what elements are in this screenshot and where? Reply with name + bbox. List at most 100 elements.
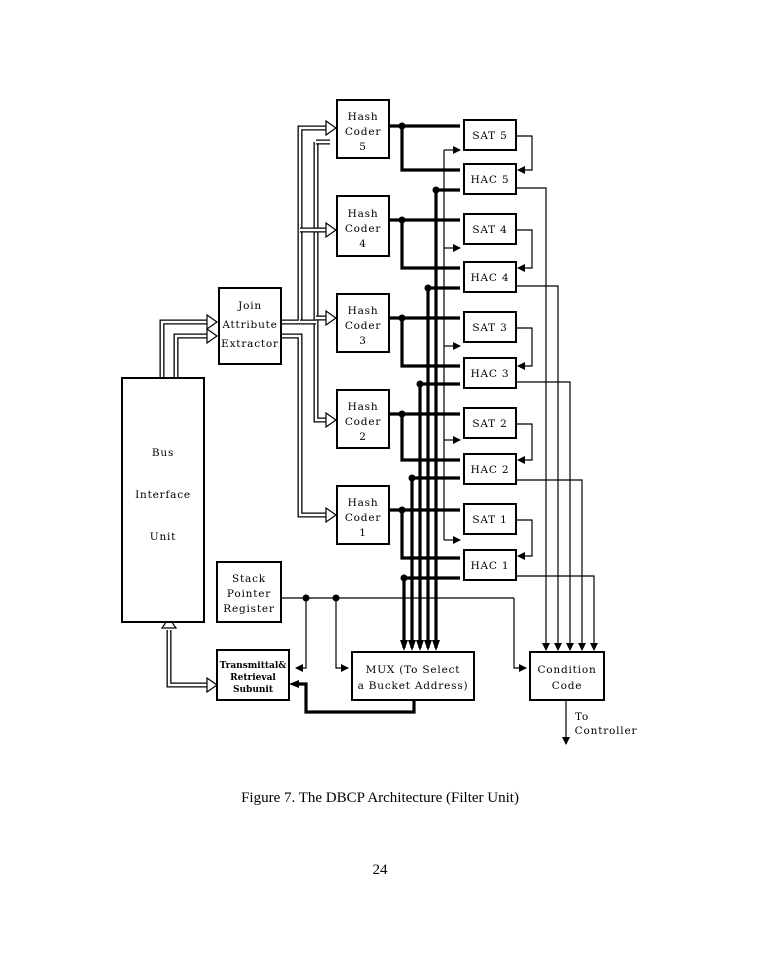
block-label: HAC 1 xyxy=(471,560,510,572)
svg-text:Coder: Coder xyxy=(345,320,381,332)
block-label: Register xyxy=(223,603,275,615)
svg-text:Stack: Stack xyxy=(232,573,266,585)
hash-coder-4: Hash Coder 4 xyxy=(336,195,390,257)
hac-5: HAC 5 xyxy=(463,163,517,195)
block-label: 3 xyxy=(359,335,366,347)
sat-3: SAT 3 xyxy=(463,311,517,343)
block-label: Unit xyxy=(150,531,176,543)
block-label: Attribute xyxy=(221,319,277,331)
svg-text:2: 2 xyxy=(359,431,366,443)
hac-1: HAC 1 xyxy=(463,549,517,581)
block-label: a Bucket Address) xyxy=(358,680,469,692)
svg-text:HAC 1: HAC 1 xyxy=(471,560,510,572)
transmittal-retrieval-subunit: Transmittal& Retrieval Subunit xyxy=(216,649,290,701)
block-label: Interface xyxy=(135,489,191,501)
hash-coder-1: Hash Coder 1 xyxy=(336,485,390,545)
block-label: HAC 2 xyxy=(471,464,510,476)
block-label: Transmittal& xyxy=(220,661,287,671)
block-label: MUX (To Select xyxy=(366,664,461,676)
page-number: 24 xyxy=(372,862,388,878)
hac-3: HAC 3 xyxy=(463,357,517,389)
svg-text:HAC 3: HAC 3 xyxy=(471,368,510,380)
hac-2: HAC 2 xyxy=(463,453,517,485)
bus-interface-unit: Bus Interface Unit xyxy=(121,377,205,623)
dbcp-architecture-diagram: Bus Interface Unit Join Attribute Extrac… xyxy=(121,99,638,745)
hollow-bus-lines xyxy=(159,119,338,694)
block-label: SAT 3 xyxy=(472,322,507,334)
block-label: Extractor xyxy=(221,338,279,350)
block-label: Coder xyxy=(345,223,381,235)
svg-text:HAC 2: HAC 2 xyxy=(471,464,510,476)
svg-text:a Bucket Address): a Bucket Address) xyxy=(358,680,469,692)
block-label: HAC 3 xyxy=(471,368,510,380)
block-label: SAT 5 xyxy=(472,130,507,142)
condition-code: Condition Code xyxy=(529,651,605,701)
block-label: Hash xyxy=(348,305,379,317)
block-label: Subunit xyxy=(233,685,274,695)
svg-text:Interface: Interface xyxy=(135,489,191,501)
svg-text:Pointer: Pointer xyxy=(227,588,271,600)
svg-text:Hash: Hash xyxy=(348,497,379,509)
svg-text:Hash: Hash xyxy=(348,111,379,123)
block-label: 1 xyxy=(359,527,366,539)
block-label: Hash xyxy=(348,111,379,123)
block-label: Pointer xyxy=(227,588,271,600)
block-label: SAT 2 xyxy=(472,418,507,430)
svg-text:Attribute: Attribute xyxy=(221,319,277,331)
svg-text:SAT 3: SAT 3 xyxy=(472,322,507,334)
thin-control-lines xyxy=(281,135,598,745)
sat-2: SAT 2 xyxy=(463,407,517,439)
block-label: Controller xyxy=(575,725,638,737)
svg-text:1: 1 xyxy=(359,527,366,539)
svg-text:MUX (To Select: MUX (To Select xyxy=(366,664,461,676)
svg-text:4: 4 xyxy=(359,238,366,250)
svg-text:SAT 2: SAT 2 xyxy=(472,418,507,430)
svg-text:Condition: Condition xyxy=(537,664,596,676)
block-label: Hash xyxy=(348,497,379,509)
block-label: 5 xyxy=(359,141,366,153)
block-label: Retrieval xyxy=(230,673,276,683)
block-label: Coder xyxy=(345,126,381,138)
block-label: Condition xyxy=(537,664,596,676)
svg-text:Extractor: Extractor xyxy=(221,338,279,350)
svg-text:HAC 5: HAC 5 xyxy=(471,174,510,186)
svg-text:To: To xyxy=(575,711,589,723)
block-label: Code xyxy=(552,680,583,692)
svg-text:Subunit: Subunit xyxy=(233,685,274,695)
hash-coder-2: Hash Coder 2 xyxy=(336,389,390,449)
block-label: 2 xyxy=(359,431,366,443)
to-controller-label: To Controller xyxy=(575,711,638,737)
hash-coder-5: Hash Coder 5 xyxy=(336,99,390,159)
figure-caption: Figure 7. The DBCP Architecture (Filter … xyxy=(241,790,519,806)
svg-text:Join: Join xyxy=(237,300,262,312)
block-label: Stack xyxy=(232,573,266,585)
svg-text:Retrieval: Retrieval xyxy=(230,673,276,683)
svg-text:HAC 4: HAC 4 xyxy=(471,272,510,284)
svg-text:Controller: Controller xyxy=(575,725,638,737)
hac-4: HAC 4 xyxy=(463,261,517,293)
block-label: To xyxy=(575,711,589,723)
svg-text:Hash: Hash xyxy=(348,305,379,317)
block-label: Coder xyxy=(345,512,381,524)
block-label: HAC 5 xyxy=(471,174,510,186)
svg-text:Code: Code xyxy=(552,680,583,692)
mux: MUX (To Select a Bucket Address) xyxy=(351,651,475,701)
svg-text:Transmittal&: Transmittal& xyxy=(220,661,287,671)
svg-text:5: 5 xyxy=(359,141,366,153)
svg-text:Unit: Unit xyxy=(150,531,176,543)
svg-text:Hash: Hash xyxy=(348,208,379,220)
block-label: Bus xyxy=(152,447,174,459)
block-label: HAC 4 xyxy=(471,272,510,284)
svg-text:SAT 4: SAT 4 xyxy=(472,224,507,236)
block-label: SAT 4 xyxy=(472,224,507,236)
block-label: Hash xyxy=(348,208,379,220)
svg-text:SAT 1: SAT 1 xyxy=(472,514,507,526)
svg-text:Coder: Coder xyxy=(345,416,381,428)
sat-4: SAT 4 xyxy=(463,213,517,245)
svg-text:Coder: Coder xyxy=(345,512,381,524)
svg-text:Register: Register xyxy=(223,603,275,615)
svg-text:Coder: Coder xyxy=(345,126,381,138)
join-attribute-extractor: Join Attribute Extractor xyxy=(218,287,282,365)
block-label: Coder xyxy=(345,416,381,428)
svg-text:Hash: Hash xyxy=(348,401,379,413)
